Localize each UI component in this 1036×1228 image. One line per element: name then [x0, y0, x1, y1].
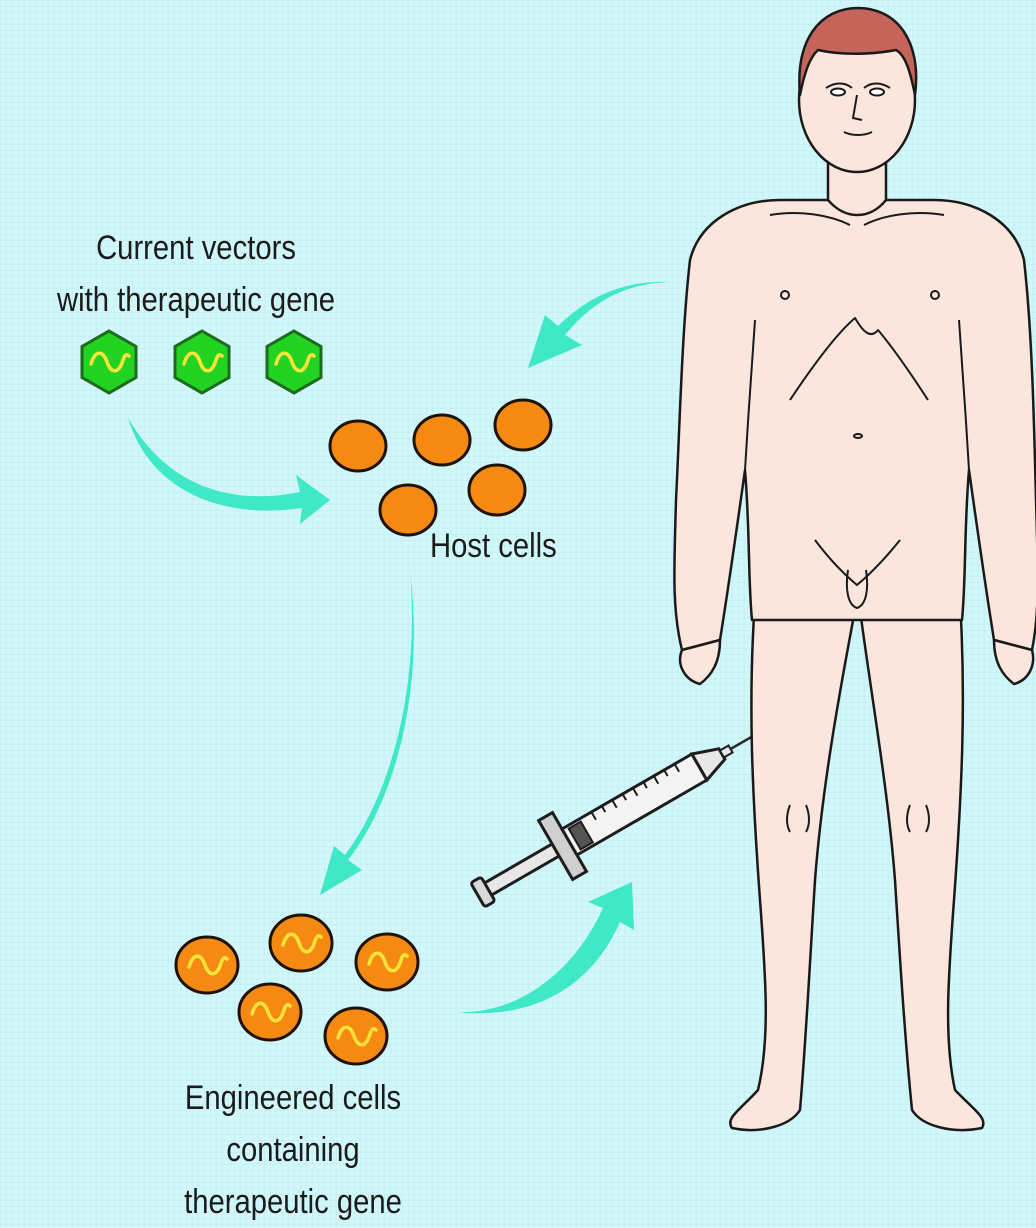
leg-right: [860, 600, 983, 1130]
engineered-label-line-2: containing: [127, 1124, 459, 1176]
engineered-cells-label: Engineered cells containing therapeutic …: [127, 1072, 459, 1228]
engineered-cell-5: [325, 1008, 387, 1064]
human-figure-icon: [674, 8, 1036, 1130]
engineered-label-line-3: therapeutic gene: [127, 1176, 459, 1228]
vector-hexagon-1: [82, 331, 136, 393]
arrow-cells-to-engineered: [320, 572, 414, 895]
engineered-label-line-1: Engineered cells: [127, 1072, 459, 1124]
host-cells: [330, 400, 551, 535]
host-cell-3: [495, 400, 551, 450]
vectors-label-line-1: Current vectors: [27, 222, 364, 274]
engineered-cell-4: [239, 984, 301, 1040]
leg-left: [730, 600, 855, 1130]
engineered-cell-1: [176, 937, 238, 993]
vector-hexagon-2: [175, 331, 229, 393]
host-cell-2: [414, 415, 470, 465]
vectors-label-line-2: with therapeutic gene: [27, 274, 364, 326]
vector-hexagon-3: [267, 331, 321, 393]
arrow-vectors-to-cells: [128, 418, 330, 524]
engineered-cells: [176, 915, 418, 1064]
engineered-cell-3: [356, 934, 418, 990]
vectors-label: Current vectors with therapeutic gene: [27, 222, 364, 326]
arrow-body-to-cells: [528, 282, 672, 368]
host-cells-label: Host cells: [430, 520, 611, 572]
host-cell-4: [380, 485, 436, 535]
host-cell-1: [330, 421, 386, 471]
host-cell-5: [469, 465, 525, 515]
engineered-cell-2: [270, 915, 332, 971]
